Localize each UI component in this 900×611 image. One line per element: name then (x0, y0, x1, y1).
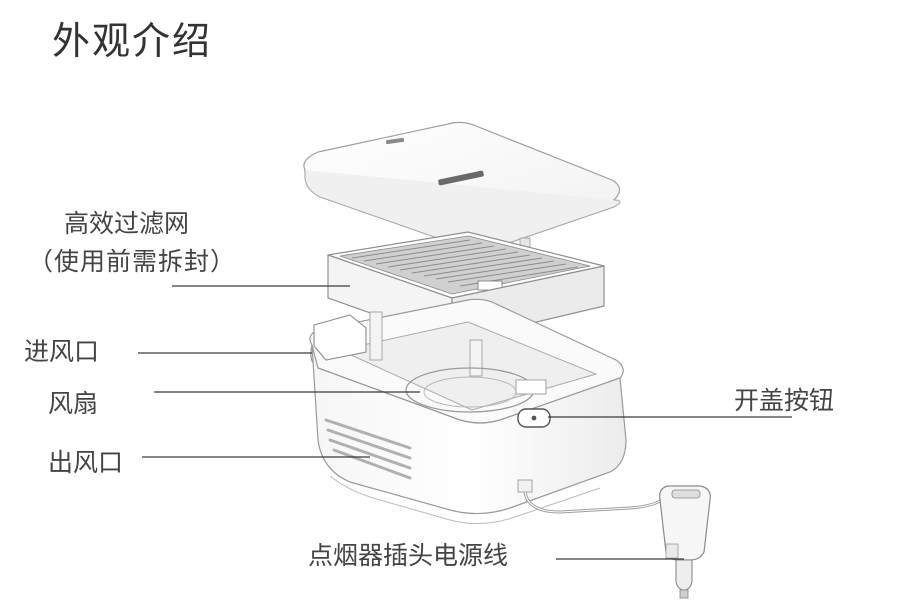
label-air-inlet: 进风口 (24, 337, 100, 366)
label-filter-line2: （使用前需拆封） (28, 247, 237, 276)
inlet-tab (313, 314, 367, 361)
filter-block (327, 231, 605, 343)
power-cable (517, 479, 666, 514)
label-lid-button: 开盖按钮 (734, 386, 835, 415)
label-fan: 风扇 (48, 389, 99, 418)
label-air-outlet: 出风口 (48, 448, 124, 477)
label-power-cable: 点烟器插头电源线 (308, 541, 509, 570)
leader-lines (138, 285, 792, 560)
base-body (309, 298, 627, 524)
brand-logo-mark (438, 170, 484, 186)
lid-small-mark (385, 137, 405, 145)
label-filter-line1: 高效过滤网 (64, 209, 190, 238)
page-title: 外观介绍 (52, 19, 213, 63)
lid (303, 121, 621, 253)
cigarette-plug (659, 485, 711, 599)
outlet-vents (324, 418, 412, 480)
